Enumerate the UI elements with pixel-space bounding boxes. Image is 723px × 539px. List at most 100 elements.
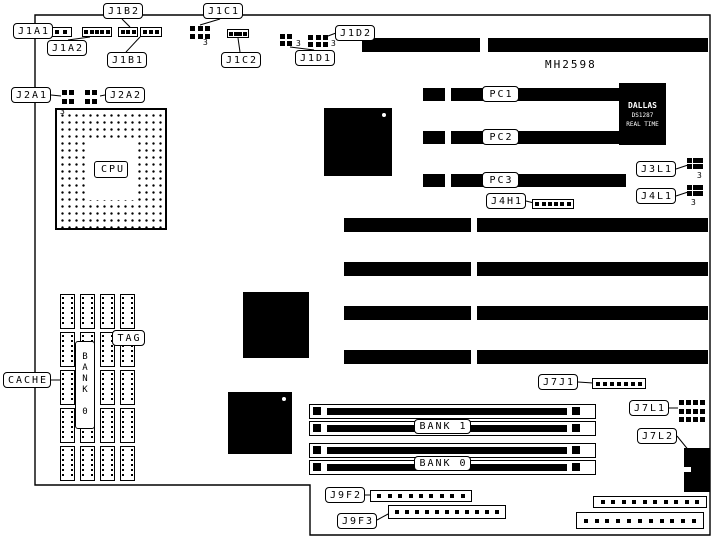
label-j1d2: J1D2 bbox=[335, 25, 375, 41]
cpu-socket-center: CPU bbox=[85, 138, 137, 200]
cache-chip bbox=[100, 294, 115, 329]
connector-j1b1 bbox=[140, 27, 162, 37]
cache-chip bbox=[100, 408, 115, 443]
label-j7l2: J7L2 bbox=[637, 428, 677, 444]
bottom-right-header bbox=[576, 512, 704, 529]
expansion-slot bbox=[423, 88, 445, 101]
expansion-slot bbox=[423, 131, 445, 144]
label-tag: TAG bbox=[112, 330, 145, 346]
simm-clip bbox=[572, 463, 580, 471]
connector-j4l1 bbox=[686, 184, 704, 197]
label-pc2: PC2 bbox=[482, 129, 519, 145]
rtc-chip: DALLAS DS1287 REAL TIME bbox=[619, 83, 666, 145]
connector-j2a1 bbox=[60, 88, 76, 106]
simm-clip bbox=[572, 407, 580, 415]
connector-j3l1 bbox=[686, 157, 704, 170]
expansion-slot bbox=[344, 350, 471, 364]
rtc-model: DS1287 bbox=[631, 111, 654, 119]
connector-j1c2 bbox=[227, 29, 249, 38]
expansion-slot bbox=[423, 174, 445, 187]
label-j1b2: J1B2 bbox=[103, 3, 143, 19]
simm-clip bbox=[313, 424, 321, 432]
simm-socket-slot bbox=[327, 408, 567, 415]
expansion-slot bbox=[477, 262, 708, 276]
cache-chip bbox=[80, 446, 95, 481]
cache-chip bbox=[80, 294, 95, 329]
simm-clip bbox=[313, 407, 321, 415]
label-j9f2: J9F2 bbox=[325, 487, 365, 503]
connector-j7j1 bbox=[592, 378, 646, 389]
connector-j4h1 bbox=[532, 199, 574, 209]
connector-j1d1 bbox=[277, 33, 295, 47]
label-j4h1: J4H1 bbox=[486, 193, 526, 209]
expansion-slot bbox=[477, 218, 708, 232]
connector-j1a2 bbox=[82, 27, 112, 37]
label-j3l1: J3L1 bbox=[636, 161, 676, 177]
pin3-marker: 3 bbox=[296, 39, 301, 48]
cache-chip bbox=[100, 332, 115, 367]
expansion-slot bbox=[344, 218, 471, 232]
pin3-marker: 3 bbox=[697, 171, 702, 180]
board-part-number: MH2598 bbox=[545, 58, 597, 71]
label-j2a2: J2A2 bbox=[105, 87, 145, 103]
rtc-type: REAL TIME bbox=[626, 120, 659, 128]
pin3-marker: 3 bbox=[331, 39, 336, 48]
label-pc1: PC1 bbox=[482, 86, 519, 102]
label-j2a1: J2A1 bbox=[11, 87, 51, 103]
label-j1a2: J1A2 bbox=[47, 40, 87, 56]
connector-j1c1 bbox=[188, 24, 212, 40]
label-j1c1: J1C1 bbox=[203, 3, 243, 19]
label-j7l1: J7L1 bbox=[629, 400, 669, 416]
label-simm-bank1: BANK 1 bbox=[414, 419, 471, 434]
connector-j1b2 bbox=[118, 27, 138, 37]
expansion-slot bbox=[451, 174, 626, 187]
expansion-slot bbox=[344, 262, 471, 276]
cache-chip bbox=[120, 408, 135, 443]
simm-clip bbox=[572, 424, 580, 432]
cache-bank0-label: BANK 0 bbox=[75, 341, 95, 429]
simm-clip bbox=[572, 446, 580, 454]
bottom-right-header bbox=[593, 496, 707, 508]
expansion-slot bbox=[488, 38, 708, 52]
cache-chip bbox=[100, 370, 115, 405]
pin3-marker: 3 bbox=[203, 38, 208, 47]
label-pc3: PC3 bbox=[482, 172, 519, 188]
simm-socket-slot bbox=[327, 447, 567, 454]
pin3-marker: 3 bbox=[60, 107, 65, 116]
connector-j1a1 bbox=[50, 27, 72, 37]
expansion-slot bbox=[477, 306, 708, 320]
label-simm-bank0: BANK 0 bbox=[414, 456, 471, 471]
cache-chip bbox=[100, 446, 115, 481]
label-j1a1: J1A1 bbox=[13, 23, 53, 39]
cpu-socket: CPU bbox=[55, 108, 167, 230]
simm-clip bbox=[313, 463, 321, 471]
label-j1c2: J1C2 bbox=[221, 52, 261, 68]
cache-chip bbox=[60, 446, 75, 481]
label-j1d1: J1D1 bbox=[295, 50, 335, 66]
cache-chip bbox=[60, 370, 75, 405]
cache-chip bbox=[60, 294, 75, 329]
connector-j9f2 bbox=[370, 490, 472, 502]
label-j4l1: J4L1 bbox=[636, 188, 676, 204]
cache-chip bbox=[60, 408, 75, 443]
ic-chip bbox=[324, 108, 392, 176]
pin3-marker: 3 bbox=[691, 198, 696, 207]
expansion-slot bbox=[344, 306, 471, 320]
label-j1b1: J1B1 bbox=[107, 52, 147, 68]
cache-chip bbox=[120, 370, 135, 405]
cache-chip bbox=[60, 332, 75, 367]
simm-clip bbox=[313, 446, 321, 454]
cpu-label: CPU bbox=[93, 160, 129, 178]
rtc-brand: DALLAS bbox=[628, 100, 657, 110]
expansion-slot bbox=[451, 88, 626, 101]
connector-j7l1 bbox=[677, 398, 707, 424]
expansion-slot bbox=[362, 38, 480, 52]
connector-j2a2 bbox=[83, 88, 99, 106]
expansion-slot bbox=[451, 131, 626, 144]
connector-j9f3 bbox=[388, 505, 506, 519]
label-j7j1: J7J1 bbox=[538, 374, 578, 390]
cache-chip bbox=[120, 446, 135, 481]
ic-chip bbox=[228, 392, 292, 454]
keyboard-connector bbox=[684, 448, 710, 492]
